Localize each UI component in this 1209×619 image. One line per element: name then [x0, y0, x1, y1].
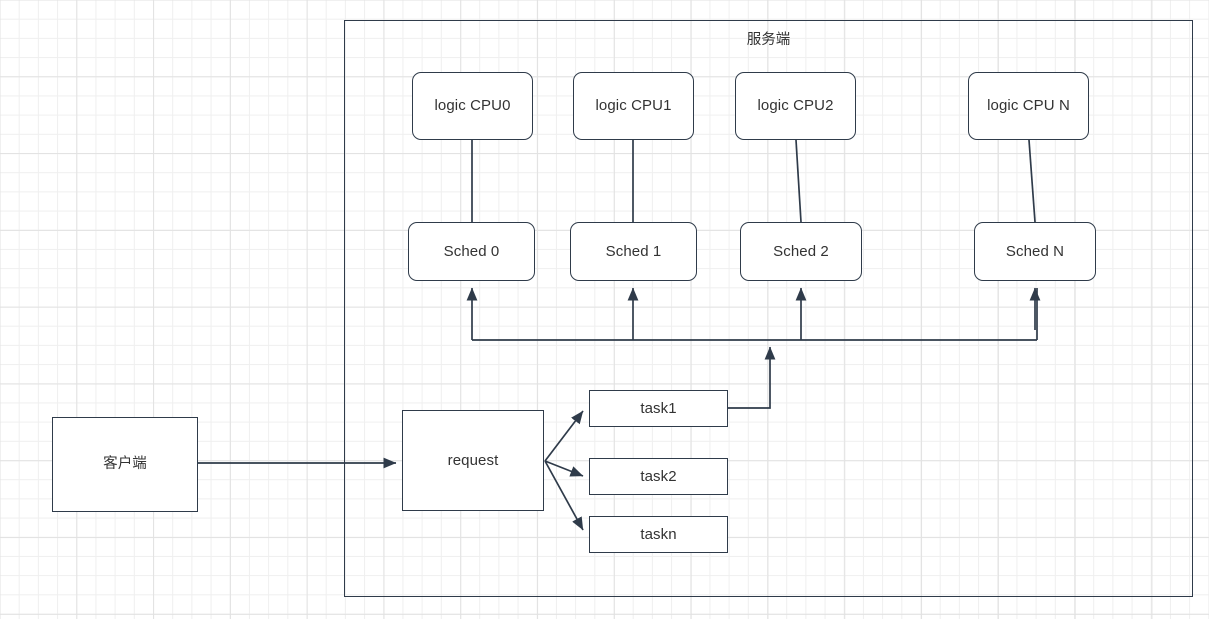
- node-taskn-label: taskn: [640, 525, 677, 543]
- node-logic-cpu-n-label: logic CPU N: [987, 97, 1070, 114]
- node-logic-cpu0[interactable]: logic CPU0: [412, 72, 533, 140]
- node-client-label: 客户端: [103, 455, 147, 472]
- node-logic-cpu2[interactable]: logic CPU2: [735, 72, 856, 140]
- node-client[interactable]: 客户端: [52, 417, 198, 512]
- node-sched-2-label: Sched 2: [773, 242, 829, 260]
- node-task1[interactable]: task1: [589, 390, 728, 427]
- node-request[interactable]: request: [402, 410, 544, 511]
- node-task2[interactable]: task2: [589, 458, 728, 495]
- node-sched-1-label: Sched 1: [605, 242, 662, 260]
- node-logic-cpu1-label: logic CPU1: [595, 97, 672, 114]
- server-container: [344, 20, 1193, 597]
- node-sched-2[interactable]: Sched 2: [740, 222, 862, 281]
- node-logic-cpu1[interactable]: logic CPU1: [573, 72, 694, 140]
- node-logic-cpu2-label: logic CPU2: [757, 97, 834, 114]
- node-sched-n-label: Sched N: [1005, 242, 1065, 260]
- server-container-title: 服务端: [746, 32, 791, 48]
- node-sched-n[interactable]: Sched N: [974, 222, 1096, 281]
- node-task2-label: task2: [640, 467, 677, 485]
- node-sched-0[interactable]: Sched 0: [408, 222, 535, 281]
- node-sched-0-label: Sched 0: [443, 242, 500, 260]
- node-logic-cpu0-label: logic CPU0: [434, 97, 511, 114]
- node-logic-cpu-n[interactable]: logic CPU N: [968, 72, 1089, 140]
- node-sched-1[interactable]: Sched 1: [570, 222, 697, 281]
- node-taskn[interactable]: taskn: [589, 516, 728, 553]
- node-task1-label: task1: [640, 399, 677, 417]
- node-request-label: request: [447, 451, 499, 469]
